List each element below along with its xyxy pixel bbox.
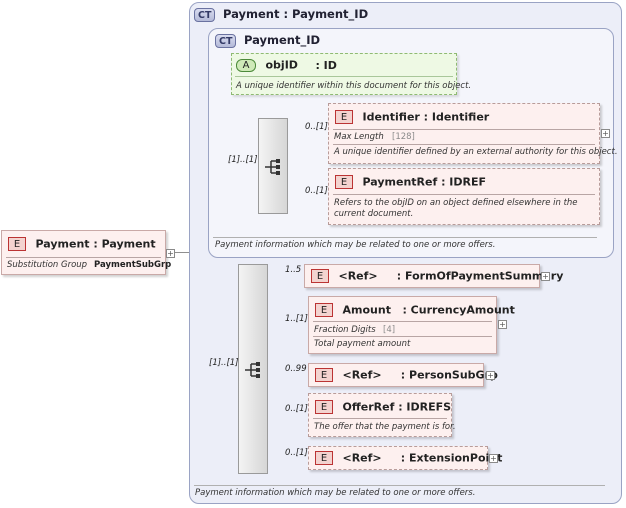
element-identifier[interactable]: E Identifier : Identifier Max Length [12…	[328, 103, 618, 164]
element-formofpaymentsummary[interactable]: E <Ref> : FormOfPaymentSummary	[304, 264, 563, 288]
element-description: Refers to the objID on an object defined…	[334, 198, 578, 219]
divider	[313, 418, 447, 419]
sequence-icon	[245, 362, 260, 378]
attribute-name: objID	[265, 58, 298, 72]
substitution-group-value: PaymentSubGrp	[94, 260, 172, 270]
expand-icon[interactable]: +	[166, 249, 175, 258]
element-badge-icon: E	[315, 368, 333, 382]
element-description: Total payment amount	[314, 339, 411, 349]
element-badge-icon: E	[335, 110, 353, 124]
element-name: Amount : CurrencyAmount	[342, 303, 515, 317]
facet-value: [128]	[392, 132, 415, 142]
attribute-objid[interactable]: A objID : ID A unique identifier within …	[231, 53, 471, 95]
element-name: PaymentRef : IDREF	[362, 175, 487, 189]
complex-type-badge-icon: CT	[194, 8, 216, 22]
connector	[166, 252, 190, 253]
element-offerref[interactable]: E OfferRef : IDREFS The offer that the p…	[308, 393, 456, 437]
outer-sequence-compositor[interactable]	[238, 264, 268, 474]
inner-sequence-multiplicity: [1]..[1]	[228, 155, 258, 165]
divider	[313, 321, 492, 322]
element-description: The offer that the payment is for.	[314, 422, 456, 432]
extensionpoint-multiplicity: 0..[1]	[285, 448, 308, 458]
expand-icon[interactable]: +	[489, 454, 498, 463]
facet-value: [4]	[383, 325, 396, 335]
formofpayment-multiplicity: 1..5	[285, 265, 302, 275]
outer-sequence-multiplicity: [1]..[1]	[209, 358, 239, 368]
facet-label: Max Length	[334, 132, 384, 142]
personsubgrp-multiplicity: 0..99	[285, 364, 307, 374]
element-extensionpoint[interactable]: E <Ref> : ExtensionPoint	[308, 446, 502, 470]
element-badge-icon: E	[315, 303, 333, 317]
element-name: OfferRef : IDREFS	[342, 400, 452, 414]
element-header: E <Ref> : FormOfPaymentSummary	[311, 269, 563, 283]
element-badge-icon: E	[8, 237, 26, 251]
expand-icon[interactable]: +	[498, 320, 507, 329]
outer-ct-footer: Payment information which may be related…	[195, 488, 476, 498]
element-badge-icon: E	[335, 175, 353, 189]
element-header: E OfferRef : IDREFS	[315, 400, 451, 414]
element-badge-icon: E	[315, 400, 333, 414]
divider	[213, 237, 597, 238]
element-header: E <Ref> : ExtensionPoint	[315, 451, 502, 465]
root-element-name: Payment : Payment	[35, 237, 156, 251]
inner-ct-title: Payment_ID	[243, 33, 321, 47]
facet-label: Fraction Digits	[314, 325, 376, 335]
divider	[235, 76, 453, 77]
element-header: E Amount : CurrencyAmount	[315, 303, 515, 317]
divider	[194, 485, 605, 486]
sequence-icon	[265, 159, 280, 175]
element-description: A unique identifier defined by an extern…	[334, 147, 618, 157]
element-name: <Ref> : PersonSubGrp	[342, 368, 498, 382]
substitution-group-label: Substitution Group	[7, 260, 88, 270]
expand-icon[interactable]: +	[601, 129, 610, 138]
element-badge-icon: E	[311, 269, 329, 283]
attribute-badge-icon: A	[236, 58, 256, 72]
divider	[333, 194, 595, 195]
inner-ct-footer: Payment information which may be related…	[215, 240, 496, 250]
element-header: E <Ref> : PersonSubGrp	[315, 368, 498, 382]
element-header: E PaymentRef : IDREF	[335, 175, 486, 189]
divider	[6, 257, 161, 258]
attribute-description: A unique identifier within this document…	[236, 81, 472, 91]
element-header: E Identifier : Identifier	[335, 110, 489, 124]
complex-type-badge-icon: CT	[215, 34, 237, 48]
element-badge-icon: E	[315, 451, 333, 465]
outer-ct-title: Payment : Payment_ID	[222, 7, 369, 21]
paymentref-multiplicity: 0..[1]	[305, 186, 328, 196]
offerref-multiplicity: 0..[1]	[285, 404, 308, 414]
attribute-type: : ID	[315, 58, 337, 72]
element-personsubgrp[interactable]: E <Ref> : PersonSubGrp	[308, 363, 498, 387]
divider	[333, 144, 595, 145]
inner-sequence-compositor[interactable]	[258, 118, 288, 214]
element-name: <Ref> : ExtensionPoint	[342, 451, 503, 465]
identifier-multiplicity: 0..[1]	[305, 122, 328, 132]
root-element-header: E Payment : Payment	[8, 237, 156, 251]
inner-ct-header: CT Payment_ID	[215, 33, 320, 48]
outer-ct-header: CT Payment : Payment_ID	[194, 7, 368, 22]
element-name: <Ref> : FormOfPaymentSummary	[338, 269, 564, 283]
element-amount[interactable]: E Amount : CurrencyAmount Fraction Digit…	[308, 296, 515, 354]
divider	[333, 129, 595, 130]
expand-icon[interactable]: +	[486, 371, 495, 380]
amount-multiplicity: 1..[1]	[285, 314, 308, 324]
attribute-header: A objID : ID	[236, 58, 337, 72]
element-paymentref[interactable]: E PaymentRef : IDREF Refers to the objID…	[328, 168, 600, 225]
element-name: Identifier : Identifier	[362, 110, 490, 124]
divider	[313, 336, 492, 337]
root-element-payment[interactable]: E Payment : Payment Substitution Group P…	[1, 230, 171, 275]
expand-icon[interactable]: +	[541, 272, 550, 281]
